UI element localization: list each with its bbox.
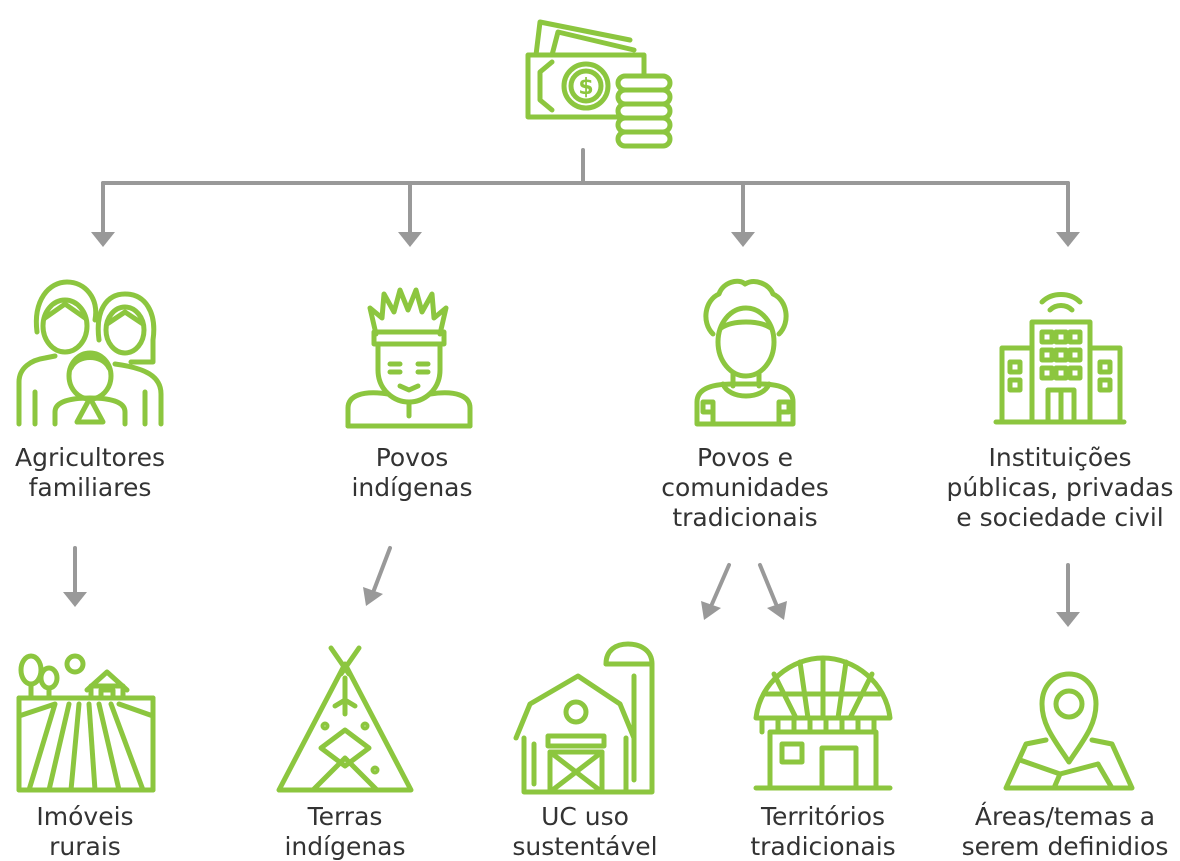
connector-tradicionais-uc: [710, 563, 731, 606]
target-label-imoveis-rurais: Imóveis rurais: [0, 802, 170, 861]
label-line: Terras: [307, 802, 383, 831]
map-pin-icon: [1002, 668, 1136, 794]
target-label-terras-indigenas: Terras indígenas: [265, 802, 425, 861]
office-building-icon: [993, 288, 1127, 426]
farm-field-icon: [15, 650, 157, 794]
arrowhead-9: [1056, 612, 1080, 627]
money-stack-icon: $: [522, 10, 682, 150]
label-line: tradicionais: [672, 503, 818, 532]
family-icon: [15, 272, 165, 430]
label-line: Territórios: [760, 802, 886, 831]
svg-text:$: $: [578, 75, 593, 100]
label-line: indígenas: [284, 832, 406, 861]
arrowhead-6: [363, 587, 383, 606]
label-line: rurais: [49, 832, 121, 861]
arrowhead-5: [63, 592, 87, 607]
label-line: Povos: [375, 443, 449, 472]
arrowhead-3: [731, 232, 755, 247]
label-line: Imóveis: [36, 802, 134, 831]
target-label-territorios-tradicionais: Territórios tradicionais: [733, 802, 913, 861]
label-line: sustentável: [512, 832, 658, 861]
arrowhead-1: [91, 232, 115, 247]
barn-silo-icon: [510, 640, 660, 796]
label-line: Povos e: [697, 443, 793, 472]
connector-indigenas-terras: [372, 546, 392, 592]
teepee-icon: [275, 644, 415, 794]
label-line: Agricultores: [15, 443, 165, 472]
label-line: UC uso: [541, 802, 629, 831]
group-label-instituicoes: Instituições públicas, privadas e socied…: [940, 443, 1180, 533]
arrowhead-2: [398, 232, 422, 247]
arrowhead-7: [701, 601, 721, 620]
target-label-uc-uso-sustentavel: UC uso sustentável: [495, 802, 675, 861]
target-label-areas-temas: Áreas/temas a serem definidios: [950, 802, 1180, 861]
arrowhead-8: [767, 601, 787, 620]
label-line: tradicionais: [750, 832, 896, 861]
thatched-hut-icon: [752, 654, 894, 792]
label-line: comunidades: [661, 473, 829, 502]
group-label-povos-indigenas: Povos indígenas: [322, 443, 502, 503]
label-line: serem definidios: [961, 832, 1169, 861]
label-line: familiares: [28, 473, 152, 502]
group-label-comunidades-tradicionais: Povos e comunidades tradicionais: [645, 443, 845, 533]
label-line: Áreas/temas a: [974, 802, 1156, 831]
traditional-person-icon: [693, 278, 797, 428]
group-label-agricultores: Agricultores familiares: [0, 443, 180, 503]
arrowhead-4: [1056, 232, 1080, 247]
connector-tradicionais-territorios: [758, 563, 778, 606]
label-line: e sociedade civil: [956, 503, 1164, 532]
label-line: Instituições: [988, 443, 1132, 472]
indigenous-person-icon: [342, 284, 480, 430]
label-line: indígenas: [351, 473, 473, 502]
label-line: públicas, privadas: [946, 473, 1174, 502]
